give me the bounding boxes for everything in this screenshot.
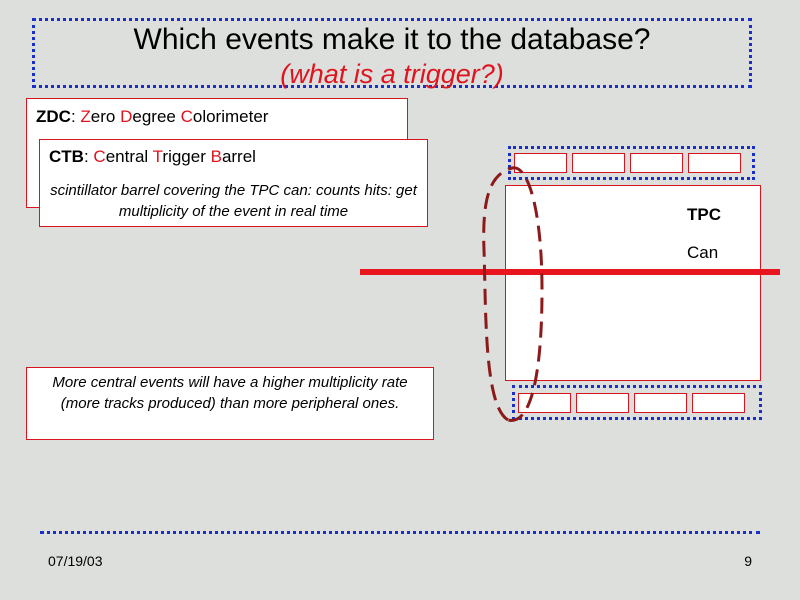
zdc-initial-d: D	[120, 107, 133, 126]
ctb-rest-trigger: rigger	[162, 147, 211, 166]
ctb-slats-top	[508, 146, 755, 180]
ellipse-outline	[482, 166, 544, 422]
can-label: Can	[687, 243, 719, 262]
ctb-sep: :	[83, 147, 94, 166]
tpc-can: TPC Can	[505, 185, 761, 381]
footer-rule	[40, 531, 760, 534]
ctb-slat	[688, 153, 741, 173]
multiplicity-note-text: More central events will have a higher m…	[52, 374, 408, 412]
multiplicity-note: More central events will have a higher m…	[26, 367, 434, 440]
slide-subtitle: (what is a trigger?)	[280, 59, 504, 89]
zdc-heading: ZDC: Zero Degree Colorimeter	[36, 107, 268, 127]
zdc-initial-c: C	[180, 107, 193, 126]
ctb-rest-central: entral	[105, 147, 153, 166]
ctb-slat	[630, 153, 683, 173]
ctb-initial-c: C	[93, 147, 106, 166]
ctb-description: scintillator barrel covering the TPC can…	[50, 182, 417, 220]
ctb-slat	[692, 392, 745, 413]
ctb-rest-barrel: arrel	[221, 147, 256, 166]
ctb-box: CTB: Central Trigger Barrel scintillator…	[39, 139, 428, 227]
dashed-ellipse	[482, 166, 544, 422]
page-number: 9	[744, 553, 752, 569]
ctb-slat	[572, 153, 625, 173]
zdc-sep: :	[70, 107, 81, 126]
zdc-rest-zero: ero	[90, 107, 121, 126]
ctb-initial-b: B	[210, 147, 222, 166]
zdc-initial-z: Z	[80, 107, 91, 126]
ctb-heading: CTB: Central Trigger Barrel	[49, 147, 256, 167]
ctb-slat	[634, 392, 687, 413]
zdc-rest-colorimeter: olorimeter	[192, 107, 269, 126]
beam-line	[360, 269, 780, 275]
ctb-initial-t: T	[152, 147, 163, 166]
ctb-slat	[576, 392, 629, 413]
title-box: Which events make it to the database? (w…	[32, 18, 752, 89]
zdc-abbrev: ZDC	[36, 107, 71, 126]
ctb-abbrev: CTB	[49, 147, 84, 166]
tpc-label: TPC	[687, 205, 721, 224]
zdc-rest-degree: egree	[132, 107, 181, 126]
ctb-slat	[514, 153, 567, 173]
slide-title: Which events make it to the database?	[133, 23, 651, 56]
footer-date: 07/19/03	[48, 553, 103, 569]
